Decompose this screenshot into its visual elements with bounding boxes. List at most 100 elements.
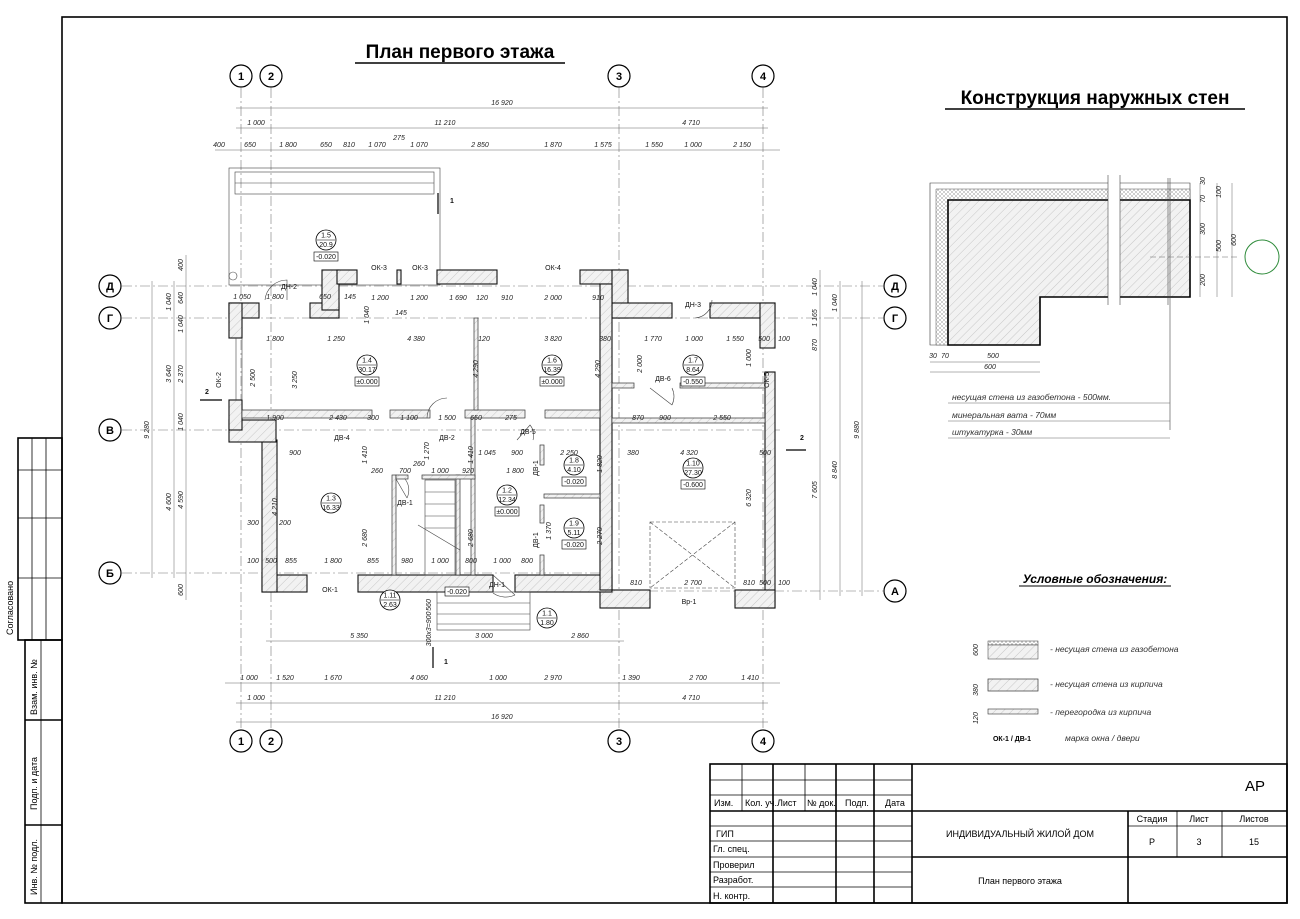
room-area: 1.80 [540, 620, 554, 627]
dim-interior: 1 000 [493, 558, 511, 565]
dim-interior: 2 700 [683, 580, 702, 587]
dim-bottom-axes: 11 210 [435, 695, 456, 702]
dim-interior: 870 [632, 415, 644, 422]
room-level: -0.020 [564, 479, 584, 486]
room-number: 1.5 [321, 233, 331, 240]
dim-interior: 800 [465, 558, 477, 565]
detail-dim: 600 [1231, 234, 1238, 246]
axis-label: 3 [616, 736, 622, 748]
detail-dim: 70 [941, 353, 949, 360]
dim-interior: 300 [367, 415, 379, 422]
dim-bottom-chain: 1 390 [622, 675, 640, 682]
side-stamp: Согласовано Взам. инв. № Подп. и дата Ин… [5, 437, 63, 904]
level-mark-box [494, 506, 520, 517]
dim-left-chain: 1 040 [178, 413, 185, 431]
dim-interior: 260 [412, 461, 425, 468]
dim-interior: 2 270 [597, 527, 604, 546]
dim-interior: 800 [521, 558, 533, 565]
dim-interior: 300x3=900 [426, 611, 433, 646]
dim-bottom-chain: 1 000 [489, 675, 507, 682]
dim-top-chain: 1 070 [410, 142, 428, 149]
room-tag: 1.430.17±0.000 [354, 354, 380, 387]
dim-bottom-chain: 1 000 [240, 675, 258, 682]
dim-interior: 300 [247, 520, 259, 527]
axis-label: 2 [268, 736, 274, 748]
axis-bubble [607, 729, 631, 753]
dimension-lines [151, 107, 863, 723]
dim-right-chain: 1 165 [812, 309, 819, 327]
sheet-header: Лист [1189, 814, 1209, 824]
room-area: 27.30 [684, 470, 702, 477]
dim-bottom-chain: 1 670 [324, 675, 342, 682]
dim-interior: 100 [778, 580, 790, 587]
dim-interior: 260 [370, 468, 383, 475]
dim-top-chain: 1 070 [368, 142, 386, 149]
axis-label: Г [892, 313, 899, 325]
agreed-label: Согласовано [5, 581, 15, 635]
dim-interior: 1 250 [327, 336, 345, 343]
dim-interior: 900 [511, 450, 523, 457]
room-level: -0.550 [683, 379, 703, 386]
axis-bubble [259, 729, 283, 753]
project-code: АР [1245, 778, 1265, 795]
dim-top-chain: 650 [320, 142, 332, 149]
dim-top-chain: 1 800 [279, 142, 297, 149]
dim-interior: 900 [289, 450, 301, 457]
porch-level-box [444, 586, 470, 597]
dim-top-chain: 1 000 [684, 142, 702, 149]
legend-dim: 380 [973, 684, 980, 696]
section-mark: 1 [450, 198, 454, 205]
legend-label: - перегородка из кирпича [1050, 707, 1151, 717]
dim-interior: 855 [285, 558, 297, 565]
room-level: -0.020 [316, 254, 336, 261]
dim-left-chain: 4 590 [178, 491, 185, 509]
project-name: ИНДИВИДУАЛЬНЫЙ ЖИЛОЙ ДОМ [946, 828, 1094, 839]
column-header: Кол. уч. [745, 798, 777, 808]
dim-right-overall: 9 880 [854, 421, 861, 439]
opening-mark: ДН-1 [489, 582, 505, 589]
dim-interior: 1 000 [431, 558, 449, 565]
opening-mark: ОК-4 [545, 265, 561, 272]
dim-interior: 2 550 [712, 415, 731, 422]
dim-interior: 1 000 [746, 349, 753, 367]
dim-interior: 500 [265, 558, 277, 565]
room-number: 1.2 [502, 488, 512, 495]
legend-label: - несущая стена из кирпича [1050, 679, 1163, 689]
room-area: 4.10 [567, 467, 581, 474]
dim-top-chain: 810 [343, 142, 355, 149]
opening-mark: ДН-3 [685, 302, 701, 309]
dim-interior: 1 200 [371, 295, 389, 302]
dim-interior: 1 820 [597, 455, 604, 473]
dim-interior: 2 250 [559, 450, 578, 457]
axis-marker-circle [1244, 239, 1280, 275]
legend-swatch-brick-partition [987, 708, 1039, 715]
entrance-steps [436, 591, 531, 631]
axis-label: 2 [268, 71, 274, 83]
room-area: 16.33 [322, 505, 340, 512]
dim-interior: 1 800 [506, 468, 524, 475]
dim-interior: 380 [627, 450, 639, 457]
axis-label: 1 [238, 736, 244, 748]
dim-bottom-entrance: 5 350 [350, 633, 368, 640]
room-number: 1.11 [383, 593, 396, 600]
dim-left-chain: 400 [178, 259, 185, 271]
dim-interior: 4 290 [595, 360, 602, 378]
legend-mark-label: марка окна / двери [1065, 733, 1140, 743]
axis-bubble [98, 274, 122, 298]
axis-label: Б [106, 568, 114, 580]
dim-top-chain: 1 550 [645, 142, 663, 149]
dim-interior: 2 500 [250, 369, 257, 388]
dim-interior: 855 [367, 558, 379, 565]
wall-layer-label: минеральная вата - 70мм [952, 410, 1056, 420]
opening-mark: ОК-1 [322, 587, 338, 594]
sign-date-label: Подп. и дата [29, 757, 39, 810]
dim-interior: 145 [395, 310, 407, 317]
level-mark-box [313, 251, 339, 262]
level-mark-box [561, 476, 587, 487]
interior-walls [241, 283, 766, 591]
opening-mark: ДВ-4 [334, 435, 350, 442]
dim-left-chain: 2 370 [178, 365, 185, 384]
